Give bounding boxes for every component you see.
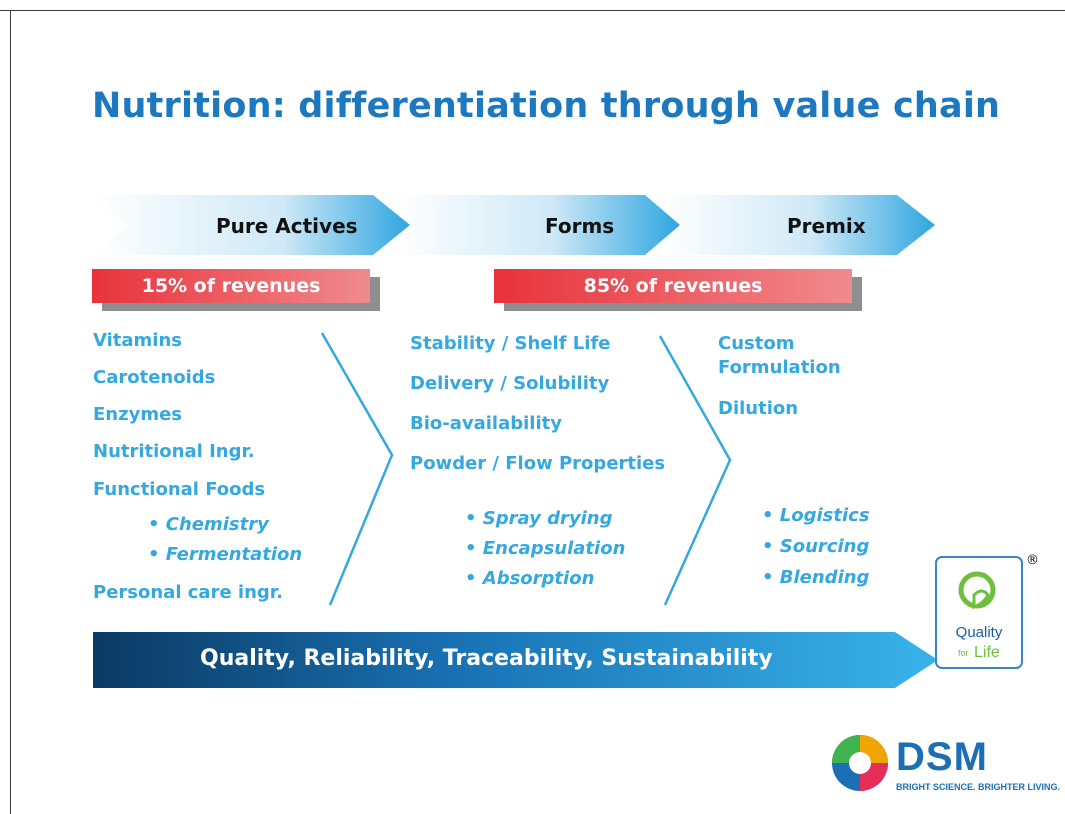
svg-text:Quality: Quality — [956, 624, 1003, 641]
list-item: Bio-availability — [410, 413, 562, 434]
bottom-banner-arrow — [93, 632, 938, 688]
dsm-tagline: BRIGHT SCIENCE. BRIGHTER LIVING. — [896, 782, 1061, 792]
list-item-bullet: • Fermentation — [148, 544, 303, 565]
stage-forms: Forms — [545, 214, 615, 238]
revenue-box-15: 15% of revenues — [92, 269, 370, 303]
svg-text:for: for — [958, 648, 969, 658]
list-item: Dilution — [718, 398, 799, 419]
stage-pure-actives: Pure Actives — [216, 214, 358, 238]
list-item: Custom — [718, 333, 795, 354]
stage-premix: Premix — [787, 214, 866, 238]
dsm-brand-name: DSM — [896, 735, 988, 779]
quality-for-life-logo: Quality for Life — [935, 556, 1023, 669]
registered-mark: ® — [1026, 553, 1039, 568]
bottom-banner-text: Quality, Reliability, Traceability, Sust… — [200, 646, 773, 671]
list-item: Vitamins — [93, 330, 182, 351]
pure-actives-arrow — [92, 195, 410, 255]
list-item: Nutritional Ingr. — [93, 441, 255, 462]
list-item-bullet: • Absorption — [465, 568, 595, 589]
divider-chevron-right — [658, 335, 732, 606]
revenue-box-85: 85% of revenues — [494, 269, 852, 303]
slide-title: Nutrition: differentiation through value… — [92, 86, 1001, 126]
list-item: Enzymes — [93, 404, 182, 425]
premix-arrow — [662, 195, 935, 255]
frame-border-top — [0, 10, 1065, 11]
list-item: Carotenoids — [93, 367, 216, 388]
list-item: Powder / Flow Properties — [410, 453, 666, 474]
list-item-bullet: • Logistics — [762, 505, 870, 526]
list-item: Personal care ingr. — [93, 582, 283, 603]
list-item: Delivery / Solubility — [410, 373, 610, 394]
forms-arrow — [395, 195, 680, 255]
list-item-bullet: • Spray drying — [465, 508, 613, 529]
list-item: Functional Foods — [93, 479, 266, 500]
svg-text:Life: Life — [974, 644, 1000, 661]
list-item: Stability / Shelf Life — [410, 333, 611, 354]
list-item: Formulation — [718, 357, 841, 378]
dsm-logo-icon — [832, 735, 888, 791]
list-item-bullet: • Chemistry — [148, 514, 269, 535]
frame-border-left — [10, 10, 11, 814]
list-item-bullet: • Encapsulation — [465, 538, 626, 559]
list-item-bullet: • Sourcing — [762, 536, 870, 557]
divider-chevron-left — [320, 332, 394, 606]
list-item-bullet: • Blending — [762, 567, 870, 588]
